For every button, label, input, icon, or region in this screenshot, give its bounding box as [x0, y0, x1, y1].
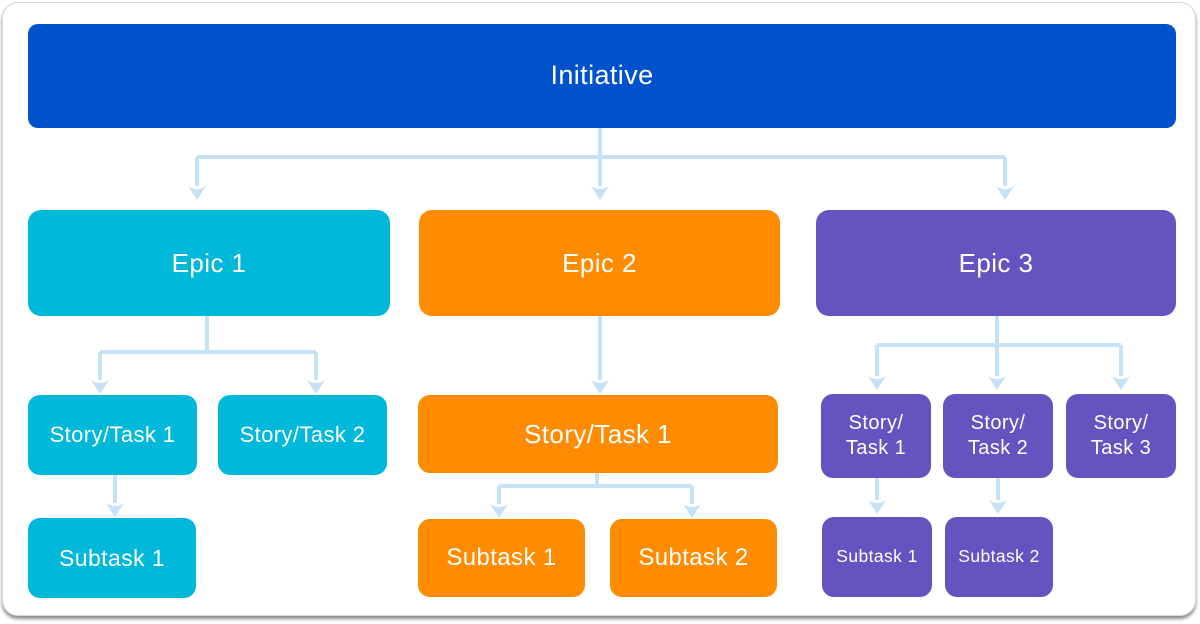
story-label-line: Task 3 [1090, 437, 1152, 459]
node-epic2-subtask-2: Subtask 2 [610, 519, 777, 597]
node-epic-3: Epic 3 [816, 210, 1176, 316]
node-epic-2: Epic 2 [419, 210, 780, 316]
story-label-line: Task 1 [845, 437, 907, 459]
node-epic3-story-task-1: Story/ Task 1 [821, 394, 931, 478]
story-label-line: Story/ [848, 412, 904, 434]
story-label-line: Story/ [970, 412, 1026, 434]
node-epic3-story-task-3: Story/ Task 3 [1066, 394, 1176, 478]
node-epic2-story-task-1: Story/Task 1 [418, 395, 778, 473]
node-epic3-subtask-2: Subtask 2 [945, 517, 1053, 597]
node-epic3-subtask-1: Subtask 1 [822, 517, 932, 597]
node-epic1-story-task-1: Story/Task 1 [28, 395, 197, 475]
story-label-line: Story/ [1093, 412, 1149, 434]
node-initiative: Initiative [28, 24, 1176, 128]
node-epic1-story-task-2: Story/Task 2 [218, 395, 387, 475]
node-epic2-subtask-1: Subtask 1 [418, 519, 585, 597]
node-epic3-story-task-2: Story/ Task 2 [943, 394, 1053, 478]
node-epic-1: Epic 1 [28, 210, 390, 316]
node-epic1-subtask-1: Subtask 1 [28, 518, 196, 598]
story-label-line: Task 2 [967, 437, 1029, 459]
